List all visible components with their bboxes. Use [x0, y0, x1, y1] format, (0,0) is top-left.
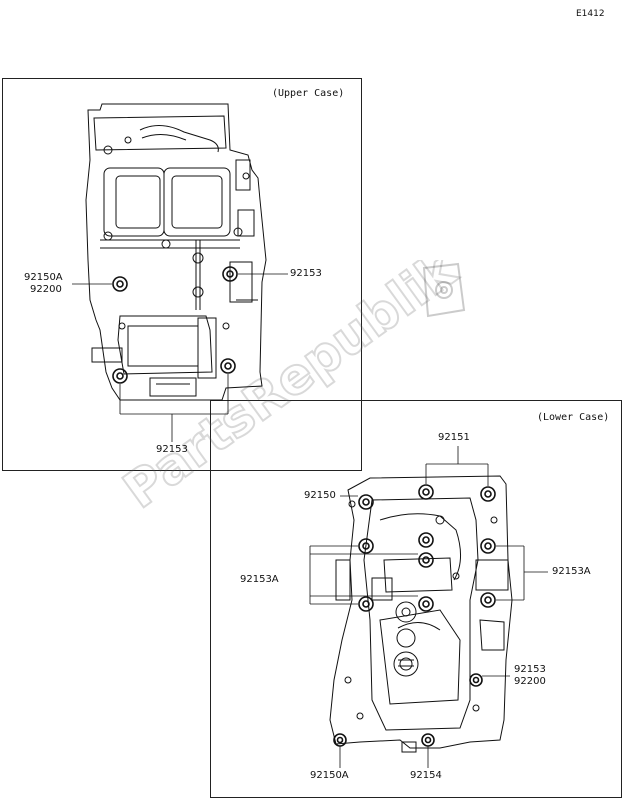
label-92150: 92150	[304, 490, 336, 501]
label-92151: 92151	[438, 432, 470, 443]
label-92200-upper: 92200	[30, 284, 62, 295]
label-92154: 92154	[410, 770, 442, 781]
label-92153-upper-bottom: 92153	[156, 444, 188, 455]
gear-icon	[422, 262, 466, 318]
label-92153-lower: 92153	[514, 664, 546, 675]
lower-case-title: (Lower Case)	[537, 412, 610, 423]
upper-crankcase-drawing	[72, 103, 288, 442]
upper-case-panel	[2, 78, 362, 471]
label-92150A-upper: 92150A	[24, 272, 63, 283]
label-92153A-left: 92153A	[240, 574, 279, 585]
label-92153-upper-right: 92153	[290, 268, 322, 279]
lower-crankcase-drawing	[309, 446, 548, 768]
lower-case-panel	[210, 400, 622, 798]
upper-case-title: (Upper Case)	[272, 88, 345, 99]
diagram-code: E1412	[576, 9, 605, 19]
label-92153A-right: 92153A	[552, 566, 591, 577]
label-92200-lower: 92200	[514, 676, 546, 687]
label-92150A-lower: 92150A	[310, 770, 349, 781]
